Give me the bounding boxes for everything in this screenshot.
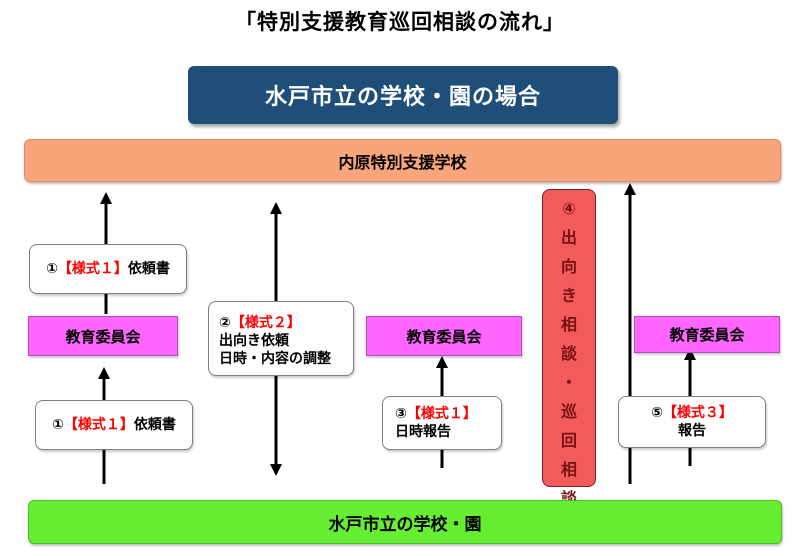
note-line-1: 出向き依頼 <box>219 333 289 349</box>
note-line-1: 日時報告 <box>395 424 451 440</box>
visit-char: ・ <box>560 373 577 392</box>
visit-char: 相 <box>560 460 577 479</box>
committee-box-3: 教育委員会 <box>634 316 780 353</box>
visit-request-note: ②【様式２】 出向き依頼 日時・内容の調整 <box>208 301 354 376</box>
visit-consultation-box: ④ 出向き相談・巡回相談 <box>542 189 596 508</box>
step-number: ③ <box>395 406 407 422</box>
form-label: 【様式３】 <box>662 405 733 421</box>
page-title: 「特別支援教育巡回相談の流れ」 <box>235 10 565 34</box>
visit-text: 出向き相談・巡回相談 <box>543 223 595 513</box>
request-note-lower: ①【様式１】依頼書 <box>35 400 193 450</box>
form-label: 【様式２】 <box>230 315 301 331</box>
special-school-bar: 内原特別支援学校 <box>24 139 781 182</box>
committee-box-2: 教育委員会 <box>366 316 522 356</box>
city-school-bar: 水戸市立の学校・園 <box>28 500 782 544</box>
step-number: ① <box>52 417 64 433</box>
visit-char: き <box>560 286 577 305</box>
visit-char: 回 <box>560 431 577 450</box>
committee-box-1: 教育委員会 <box>28 316 178 356</box>
visit-char: 巡 <box>560 402 577 421</box>
form-label: 【様式１】 <box>63 417 134 433</box>
visit-char: 向 <box>560 257 577 276</box>
request-note-upper: ①【様式１】依頼書 <box>29 244 187 294</box>
step-number: ⑤ <box>651 405 663 421</box>
visit-char: 談 <box>560 344 577 363</box>
note-text: 依頼書 <box>127 261 170 277</box>
header-box: 水戸市立の学校・園の場合 <box>188 66 618 124</box>
step-number: ④ <box>562 199 576 218</box>
final-report-note: ⑤【様式３】 報告 <box>618 396 766 448</box>
note-line-2: 日時・内容の調整 <box>219 351 331 367</box>
step-number: ② <box>219 315 231 331</box>
form-label: 【様式１】 <box>57 261 128 277</box>
visit-char: 相 <box>560 315 577 334</box>
note-line-1: 報告 <box>678 423 706 439</box>
schedule-report-note: ③【様式１】 日時報告 <box>382 396 502 450</box>
note-text: 依頼書 <box>133 417 176 433</box>
visit-char: 出 <box>560 228 577 247</box>
form-label: 【様式１】 <box>406 406 477 422</box>
step-number: ① <box>46 261 58 277</box>
